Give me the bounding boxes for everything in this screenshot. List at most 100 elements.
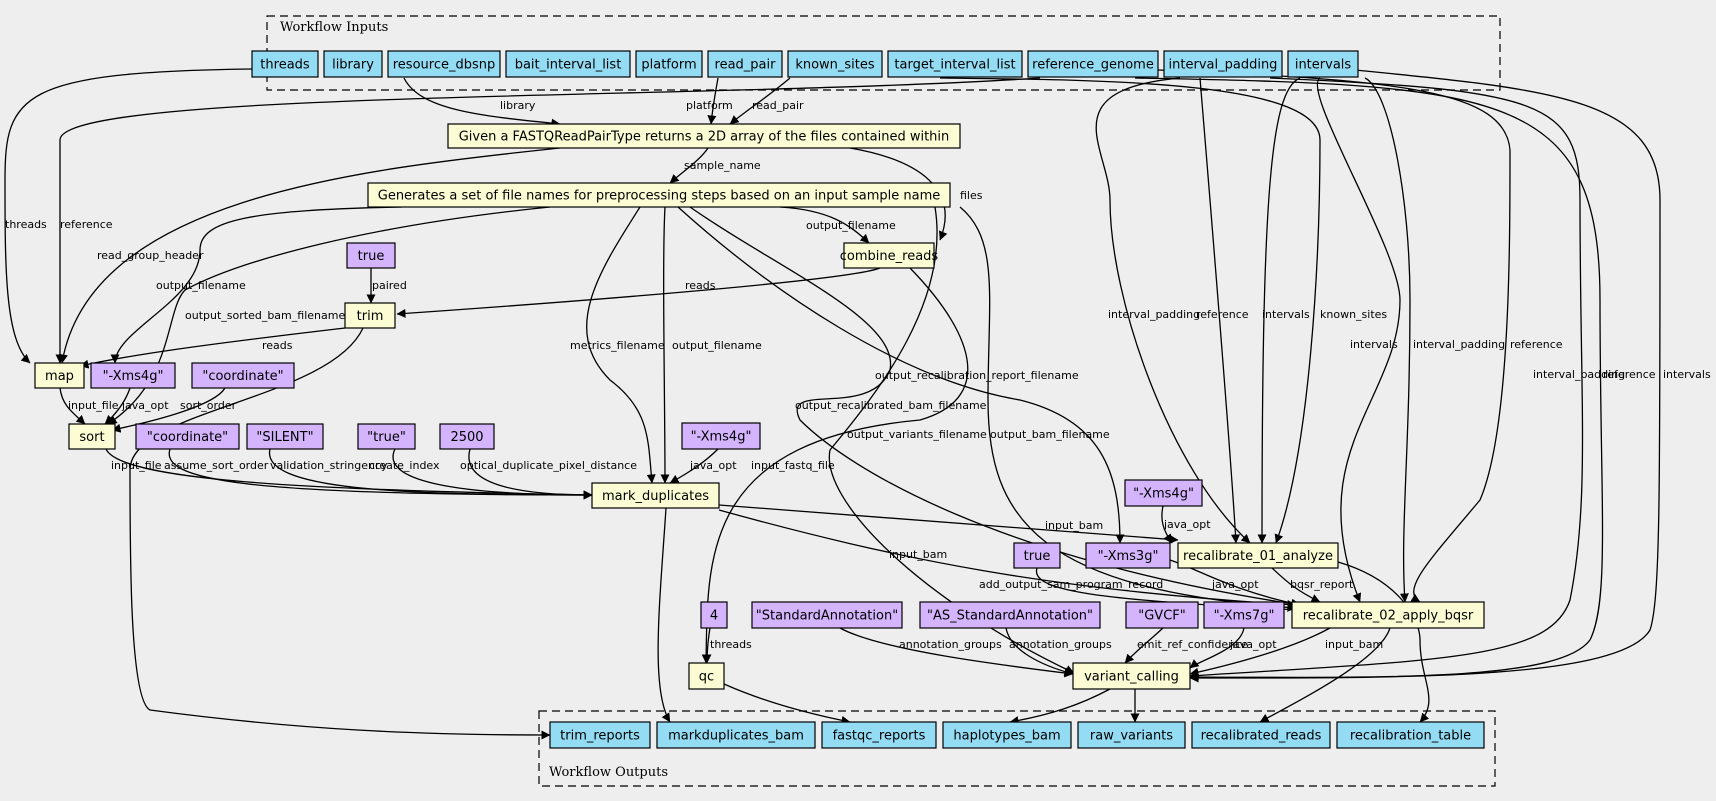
edge-label: interval_padding [1413, 338, 1505, 351]
node-qc: qc [688, 662, 725, 690]
edge-sort-to-mark_duplicates: input_file [105, 448, 593, 500]
edge-label: intervals [1262, 308, 1310, 321]
edge-combine_reads-to-qc: input_fastq_file [701, 267, 969, 664]
node-label: haplotypes_bam [953, 729, 1060, 744]
node-label: fastqc_reports [833, 729, 926, 744]
node-c-2500: 2500 [439, 423, 495, 450]
node-platform: platform [635, 50, 703, 78]
edge-label: sort_order [180, 399, 237, 412]
node-target-interval-list: target_interval_list [887, 50, 1023, 78]
edge-reference_genome-to-map: reference [55, 77, 1041, 364]
edge-line [779, 206, 870, 244]
node-label: Generates a set of file names for prepro… [378, 189, 941, 204]
node-label: recalibration_table [1350, 729, 1471, 744]
node-raw-variants: raw_variants [1077, 721, 1186, 749]
node-label: intervals [1295, 58, 1352, 73]
edge-library-to-step_fastq: library [403, 77, 561, 128]
edge-line [701, 267, 969, 664]
node-label: platform [641, 58, 696, 73]
cluster-outputs-label: Workflow Outputs [549, 765, 668, 780]
edge-mark_duplicates-to-recalibrate_01_analyze: input_bam [718, 504, 1179, 544]
node-threads: threads [251, 50, 319, 78]
node-bait-interval-list: bait_interval_list [505, 50, 631, 78]
edge-line [1316, 77, 1401, 603]
edge-line [689, 206, 1301, 609]
edge-c_gvcf-to-variant_calling: emit_ref_confidence [1124, 627, 1248, 664]
edge-line [105, 448, 593, 500]
node-recalibration-table: recalibration_table [1336, 721, 1485, 749]
node-c-xms7g: "-Xms7g" [1203, 601, 1285, 629]
node-label: library [332, 58, 374, 73]
edge-line [839, 627, 1074, 678]
edge-line [1364, 77, 1411, 603]
node-label: sort [79, 430, 104, 445]
edge-step_names-to-mark_duplicates: output_filename [660, 206, 762, 484]
edge-label: threads [5, 218, 47, 231]
edge-label: interval_padding [1533, 368, 1625, 381]
edge-label: create_index [369, 459, 440, 472]
node-label: "coordinate" [147, 430, 228, 445]
edge-line [959, 206, 1297, 612]
edge-intervals-to-recalibrate_01_analyze: intervals [1257, 77, 1310, 544]
node-c-coordinate-md: "coordinate" [135, 423, 240, 450]
edge-line [1189, 77, 1584, 680]
edge-line [1199, 77, 1240, 544]
edge-line [718, 504, 1179, 544]
edge-combine_reads-to-trim: reads [396, 267, 881, 318]
edge-c_true_paired-to-trim: paired [366, 268, 407, 304]
node-label: resource_dbsnp [393, 58, 496, 73]
node-label: bait_interval_list [515, 58, 622, 73]
edge-interval_padding-to-variant_calling: interval_padding [1189, 77, 1625, 680]
edge-label: reference [1510, 338, 1563, 351]
edge-line [392, 448, 593, 500]
edge-line [1161, 505, 1173, 544]
edge-label: output_variants_filename [847, 428, 987, 441]
edge-c_xms4g_r1-to-recalibrate_01_analyze: java_opt [1161, 505, 1211, 544]
edge-line [1009, 688, 1111, 725]
node-c-xms4g-md: "-Xms4g" [681, 422, 761, 450]
edge-line [677, 206, 1125, 544]
node-label: true [1024, 549, 1051, 564]
edge-line [586, 206, 656, 484]
node-c-as-standard: "AS_StandardAnnotation" [919, 601, 1101, 629]
edge-c_as_standard-to-variant_calling: annotation_groups [1005, 627, 1112, 677]
edge-recalibrate_01_analyze-to-recalibration_table [1337, 561, 1430, 723]
node-label: variant_calling [1084, 670, 1179, 685]
edge-trim-to-trim_reports [129, 327, 551, 740]
node-label: "SILENT" [256, 430, 313, 445]
edge-line [59, 387, 86, 425]
node-label: "-Xms3g" [1098, 549, 1159, 564]
node-label: "-Xms7g" [1214, 609, 1275, 624]
edge-label: java_opt [121, 399, 169, 412]
edge-label: files [960, 189, 983, 202]
edge-c_4-to-qc: threads [702, 627, 752, 664]
edge-c_2500-to-mark_duplicates: optical_duplicate_pixel_distance [460, 448, 637, 500]
node-label: trim [357, 309, 384, 324]
edge-label: sample_name [684, 159, 761, 172]
edge-line [403, 77, 561, 128]
node-label: "-Xms4g" [103, 369, 164, 384]
edge-read_pair-to-step_fastq: read_pair [729, 77, 804, 125]
node-interval-padding: interval_padding [1163, 50, 1283, 78]
edge-line [1189, 69, 1661, 683]
edge-label: output_recalibrated_bam_filename [795, 399, 987, 412]
node-c-true-r2: true [1013, 542, 1061, 569]
edge-label: input_file [111, 459, 162, 472]
edge-label: output_filename [156, 279, 246, 292]
cluster-outputs: Workflow Outputs [538, 710, 1496, 787]
edge-label: output_sorted_bam_filename [185, 309, 345, 322]
node-library: library [323, 50, 383, 78]
edge-label: read_pair [752, 99, 804, 112]
edge-line [268, 448, 593, 500]
node-label: markduplicates_bam [668, 729, 804, 744]
edge-line [1257, 77, 1301, 544]
node-read-pair: read_pair [707, 50, 783, 78]
edge-line [669, 147, 709, 184]
node-c-xms4g-map: "-Xms4g" [90, 362, 176, 389]
edge-platform-to-step_fastq: platform [686, 77, 733, 125]
edge-step_names-to-sort: output_sorted_bam_filename [107, 206, 551, 425]
edge-c_coordinate_sort-to-sort: sort_order [111, 387, 237, 433]
edge-label: intervals [1350, 338, 1398, 351]
node-mark-duplicates: mark_duplicates [591, 482, 720, 509]
edge-label: reference [60, 218, 113, 231]
